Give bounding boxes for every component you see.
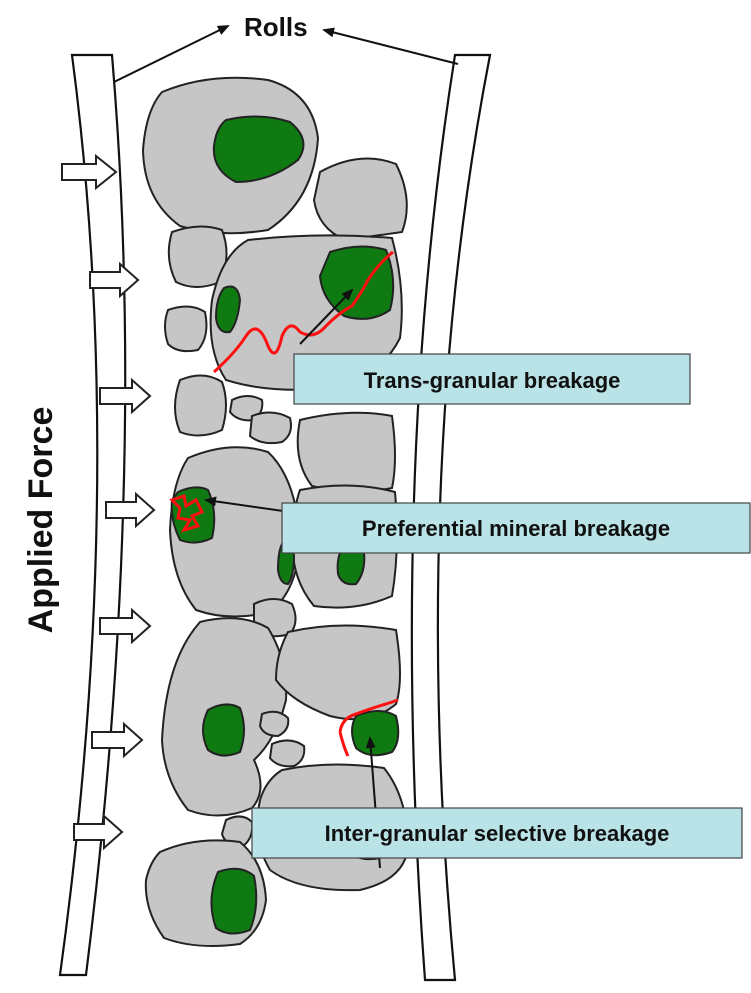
rock-particle: [314, 159, 407, 240]
applied-force-label: Applied Force: [22, 407, 60, 634]
rolls-right-leader: [324, 30, 458, 64]
rock-particle: [250, 412, 291, 443]
mineral-grain: [352, 711, 398, 755]
rolls-left-leader: [114, 26, 228, 82]
mineral-grain: [211, 869, 256, 934]
rock-particle: [270, 740, 304, 766]
inter-granular-label: Inter-granular selective breakage: [325, 821, 670, 846]
rock-particle: [298, 413, 395, 492]
preferential-label: Preferential mineral breakage: [362, 516, 670, 541]
rock-particle: [175, 375, 226, 435]
rock-particle: [165, 306, 206, 351]
trans-granular-label: Trans-granular breakage: [364, 368, 621, 393]
mineral-grain: [203, 704, 244, 755]
rock-particle: [260, 712, 288, 736]
rolls-title: Rolls: [244, 12, 308, 42]
